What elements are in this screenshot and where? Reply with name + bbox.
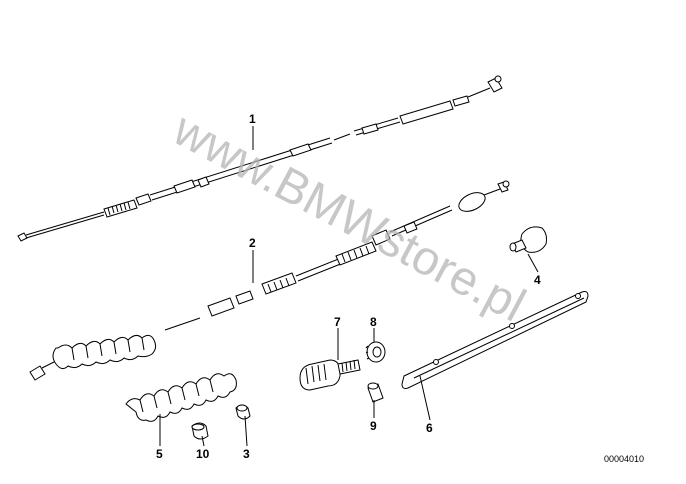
label-part-8: 8 [370,315,377,329]
label-part-2: 2 [249,236,256,250]
cable-part-2 [29,180,510,381]
label-part-4: 4 [534,273,541,287]
leader-lines [159,126,539,447]
part-labels: 1 2 3 4 5 6 7 8 9 10 [156,112,541,461]
label-part-1: 1 [249,112,256,126]
bracket-part-6 [401,291,589,389]
adjusting-screw-part-7 [299,359,361,391]
label-part-10: 10 [196,447,210,461]
rubber-cap-part-4 [509,226,547,253]
label-part-6: 6 [426,421,433,435]
label-part-9: 9 [370,419,377,433]
bushing-part-9 [367,382,384,403]
clamp-part-10 [191,422,209,440]
label-part-5: 5 [156,447,163,461]
label-part-3: 3 [243,447,250,461]
watermark-text: www.BMWstore.pl [164,102,534,332]
cable-part-1 [17,75,503,242]
bellows-part-5 [125,373,237,422]
knurled-nut-part-8 [365,341,386,363]
diagram-reference-number: 00004010 [604,454,644,464]
label-part-7: 7 [334,315,341,329]
sleeve-part-3 [235,404,251,420]
